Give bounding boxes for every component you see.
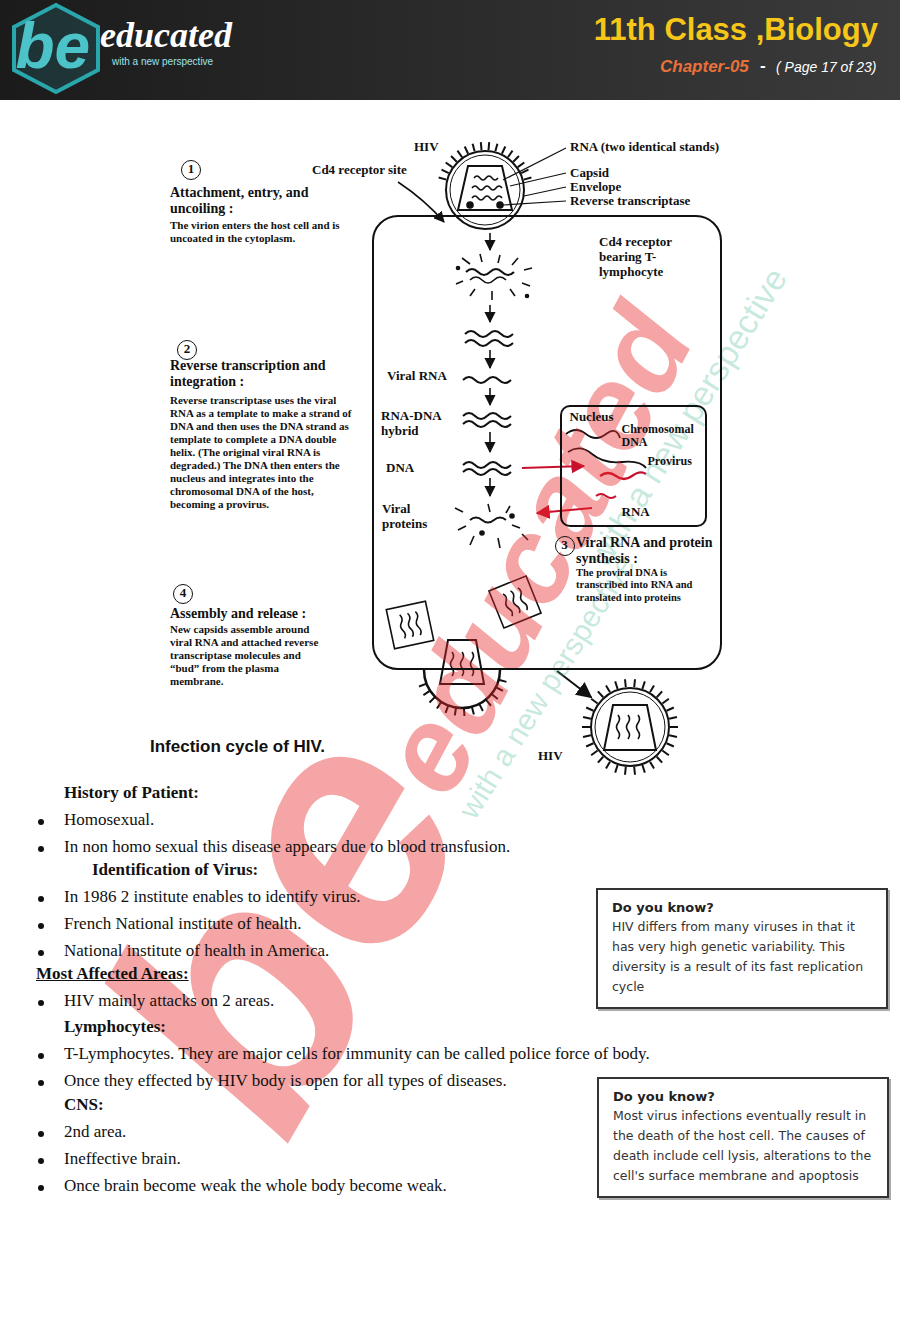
cell-label: Cd4 receptor bearing T-lymphocyte <box>599 235 714 280</box>
step-heading: Reverse transcription and integration : <box>170 358 355 390</box>
chapter-label: Chapter-05 <box>660 57 749 77</box>
virion-label: HIV <box>538 749 563 764</box>
part-label: Envelope <box>570 180 621 195</box>
bullet-text: National institute of health in America. <box>64 941 329 961</box>
part-label: Provirus <box>648 455 692 469</box>
hiv-virion: HIV <box>590 687 670 767</box>
virion-label: HIV <box>414 140 439 155</box>
section-heading: Lymphocytes: <box>64 1017 166 1037</box>
callout-number: 4 <box>174 585 192 601</box>
bullet-text: In 1986 2 institute enables to identify … <box>64 887 361 907</box>
host-cell: Cd4 receptor bearing T-lymphocyteNucleus… <box>372 215 722 670</box>
bullet-text: T-Lymphocytes. They are major cells for … <box>64 1044 650 1064</box>
section-heading: Most Affected Areas: <box>36 964 189 984</box>
stage-label: DNA <box>386 461 414 476</box>
page-number: ( Page 17 of 23) <box>776 59 876 75</box>
step-circle: 1 <box>181 160 201 180</box>
note-box: Do you know?Most virus infections eventu… <box>597 1077 889 1198</box>
step-heading: Viral RNA and protein synthesis : <box>576 535 716 567</box>
bullet-text: Once brain become weak the whole body be… <box>64 1176 447 1196</box>
note-heading: Do you know? <box>613 1087 875 1106</box>
part-label: RNA (two identical stands) <box>570 140 719 155</box>
separator: - <box>760 56 766 76</box>
bullet-text: HIV mainly attacks on 2 areas. <box>64 991 274 1011</box>
logo-tagline: with a new perspective <box>112 56 213 67</box>
step-body: The virion enters the host cell and is u… <box>170 219 355 245</box>
stage-label: Viral RNA <box>387 369 447 384</box>
section-heading: Identification of Virus: <box>92 860 258 880</box>
step-body: New capsids assemble around viral RNA an… <box>170 623 325 688</box>
bullet-text: Homosexual. <box>64 810 154 830</box>
step-circle: 3 <box>555 536 575 556</box>
callout-number: 3 <box>556 537 574 553</box>
header-band: educatedwith a new perspective 11th Class… <box>0 0 900 100</box>
part-label: Chromosomal DNA <box>622 423 704 451</box>
section-heading: History of Patient: <box>64 783 199 803</box>
logo-mark: be <box>16 14 91 78</box>
part-label: Cd4 receptor site <box>312 163 407 178</box>
part-label: Capsid <box>570 166 609 181</box>
step-body: Reverse transcriptase uses the viral RNA… <box>170 394 352 511</box>
section-heading: CNS: <box>64 1095 104 1115</box>
part-label: RNA <box>622 505 650 520</box>
note-heading: Do you know? <box>612 898 874 917</box>
nucleus: NucleusChromosomal DNA ProvirusRNA <box>560 405 707 527</box>
stage-label: Viral proteins <box>382 502 444 532</box>
page-title: 11th Class ,Biology <box>594 12 878 48</box>
step-circle: 4 <box>173 584 193 604</box>
step-circle: 2 <box>177 340 197 360</box>
hiv-virion: HIV <box>445 150 525 230</box>
figure-caption: Infection cycle of HIV. <box>150 737 325 757</box>
note-body: Most virus infections eventually result … <box>613 1106 875 1186</box>
bullet-text: Once they effected by HIV body is open f… <box>64 1071 507 1091</box>
part-label: Reverse transcriptase <box>570 194 690 209</box>
stage-label: RNA-DNA hybrid <box>381 409 456 439</box>
nucleus-label: Nucleus <box>570 410 614 425</box>
logo-word: educated <box>100 14 232 56</box>
callout-number: 2 <box>178 341 196 357</box>
logo-hexagon: be <box>10 2 102 94</box>
bullet-text: 2nd area. <box>64 1122 126 1142</box>
note-body: HIV differs from many viruses in that it… <box>612 917 874 997</box>
callout-number: 1 <box>182 161 200 177</box>
bullet-text: French National institute of health. <box>64 914 301 934</box>
step-body: The proviral DNA is transcribed into RNA… <box>576 567 711 604</box>
step-heading: Attachment, entry, and uncoiling : <box>170 185 335 217</box>
step-heading: Assembly and release : <box>170 606 360 622</box>
bullet-text: Ineffective brain. <box>64 1149 181 1169</box>
note-box: Do you know?HIV differs from many viruse… <box>596 888 888 1009</box>
bullet-text: In non homo sexual this disease appears … <box>64 837 510 857</box>
